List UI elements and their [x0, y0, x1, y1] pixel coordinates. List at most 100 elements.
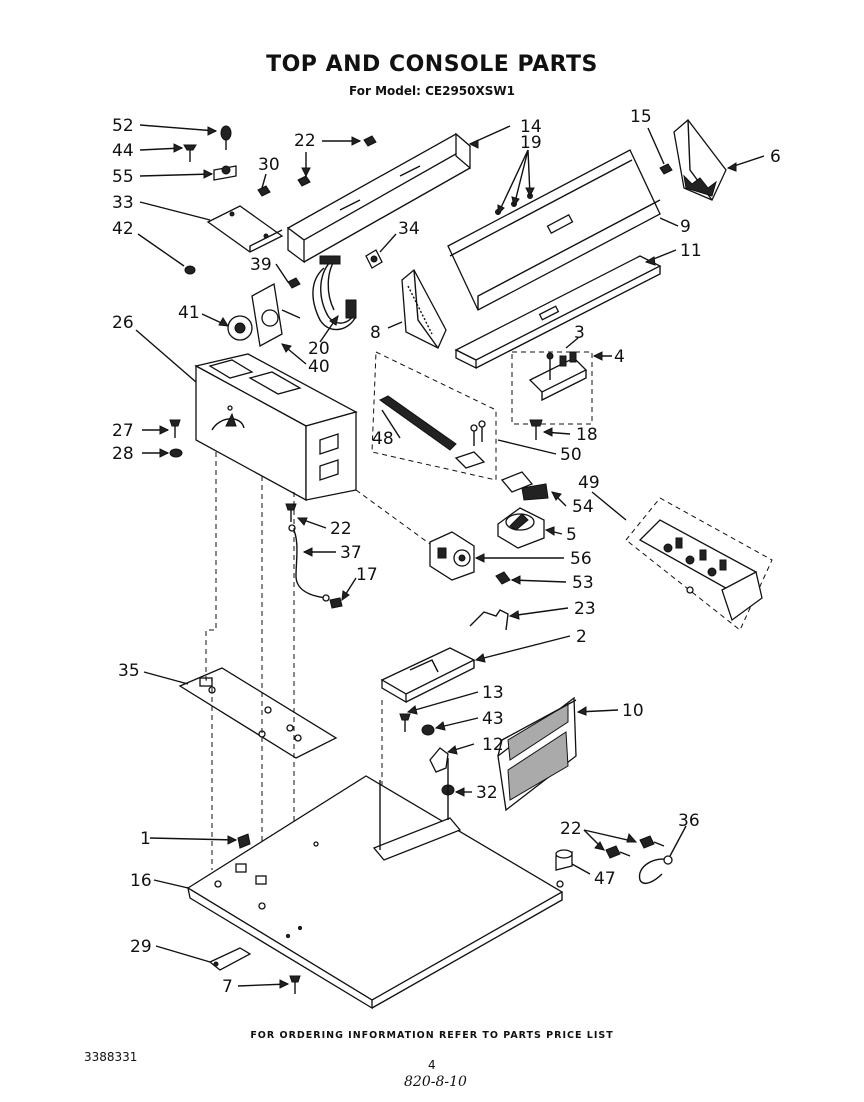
part-48-selector-strip: [379, 395, 457, 451]
part-11-console-base-rail: [454, 255, 662, 370]
group-box-3-4: [511, 351, 593, 425]
callout-41: 41: [178, 303, 200, 323]
part-54-knob: [500, 471, 549, 501]
callout-1: 1: [140, 829, 151, 849]
callout-5: 5: [566, 525, 577, 545]
part-7-screw: [289, 975, 301, 994]
part-29-hinge-bracket: [208, 947, 252, 971]
part-5-knob-housing: [497, 507, 545, 549]
callout-35: 35: [118, 661, 140, 681]
callout-39: 39: [250, 255, 272, 275]
callout-52: 52: [112, 116, 134, 136]
callout-12: 12: [482, 735, 504, 755]
callout-18: 18: [576, 425, 598, 445]
part-35-reinforcement-plate: [178, 667, 338, 759]
part-15-screw: [659, 163, 673, 175]
page-title: TOP AND CONSOLE PARTS: [266, 52, 598, 77]
part-39-screw: [287, 277, 301, 289]
part-9-control-panel: [447, 149, 661, 311]
part-49-control-assembly: [638, 519, 763, 622]
callout-3: 3: [574, 323, 585, 343]
callout-32: 32: [476, 783, 498, 803]
callout-34: 34: [398, 219, 420, 239]
callout-27: 27: [112, 421, 134, 441]
part-27-screw: [169, 419, 181, 438]
callout-42: 42: [112, 219, 134, 239]
callout-labels: 52 44 55 33 42 22 30 14 19 15 6 34 9 11 …: [112, 107, 781, 997]
part-41-timer: [227, 282, 301, 348]
part-13-screw: [399, 713, 411, 732]
callout-15: 15: [630, 107, 652, 127]
alignment-line-left: [205, 452, 217, 870]
part-18-screw: [529, 419, 543, 440]
callout-50: 50: [560, 445, 582, 465]
callout-7: 7: [222, 977, 233, 997]
part-33-mounting-plate: [206, 205, 284, 253]
callout-53: 53: [572, 573, 594, 593]
part-20-wire-harness: [312, 255, 357, 331]
part-47-bumper: [555, 849, 573, 871]
part-36-wire-clamp: [638, 855, 673, 884]
callout-8: 8: [370, 323, 381, 343]
part-2-lint-housing-top: [380, 647, 476, 704]
callout-56: 56: [570, 549, 592, 569]
callout-26: 26: [112, 313, 134, 333]
callout-55: 55: [112, 167, 134, 187]
model-subtitle: For Model: CE2950XSW1: [349, 84, 515, 98]
document-number: 3388331: [84, 1050, 138, 1064]
part-52-knob: [220, 125, 232, 150]
callout-49: 49: [578, 473, 600, 493]
part-44-screw: [183, 144, 197, 162]
callout-30: 30: [258, 155, 280, 175]
callout-28: 28: [112, 444, 134, 464]
part-22-screws-right: [605, 835, 665, 859]
callout-44: 44: [112, 141, 134, 161]
callout-37: 37: [340, 543, 362, 563]
callout-9: 9: [680, 217, 691, 237]
callout-11: 11: [680, 241, 702, 261]
callout-10: 10: [622, 701, 644, 721]
part-14-console-back: [286, 132, 472, 264]
part-10-lint-screen: [497, 696, 577, 812]
part-6-end-cap: [673, 119, 727, 201]
callout-17: 17: [356, 565, 378, 585]
callout-13: 13: [482, 683, 504, 703]
group-box-48-50: [371, 351, 497, 481]
page-number: 4: [428, 1058, 436, 1072]
callout-2: 2: [576, 627, 587, 647]
callout-22-right: 22: [560, 819, 582, 839]
callout-20: 20: [308, 339, 330, 359]
part-17-screw: [329, 597, 343, 609]
callout-33: 33: [112, 193, 134, 213]
part-28-washer: [169, 448, 183, 458]
callout-22-top: 22: [294, 131, 316, 151]
callout-40: 40: [308, 357, 330, 377]
part-56-push-switch: [429, 531, 475, 581]
leader-lines: [135, 124, 765, 989]
part-43-nut: [421, 724, 435, 736]
callout-43: 43: [482, 709, 504, 729]
callout-47: 47: [594, 869, 616, 889]
callout-36: 36: [678, 811, 700, 831]
callout-4: 4: [614, 347, 625, 367]
callout-23: 23: [574, 599, 596, 619]
callout-54: 54: [572, 497, 594, 517]
part-12-bracket: [429, 747, 449, 773]
callout-19: 19: [520, 133, 542, 153]
callout-22-wire: 22: [330, 519, 352, 539]
callout-29: 29: [130, 937, 152, 957]
callout-48: 48: [372, 429, 394, 449]
part-53-screw: [495, 571, 511, 585]
alignment-line-console: [355, 489, 431, 545]
part-26-console-housing: [194, 353, 358, 502]
part-50-switch: [454, 420, 486, 469]
part-3-switch-assembly: [528, 351, 588, 402]
group-box-49: [625, 497, 773, 631]
handwritten-note: 820-8-10: [404, 1074, 467, 1090]
ordering-note: FOR ORDERING INFORMATION REFER TO PARTS …: [250, 1030, 614, 1041]
part-1-clip: [237, 833, 251, 849]
part-37-ground-wire: [288, 524, 330, 602]
callout-6: 6: [770, 147, 781, 167]
callout-14: 14: [520, 117, 542, 137]
